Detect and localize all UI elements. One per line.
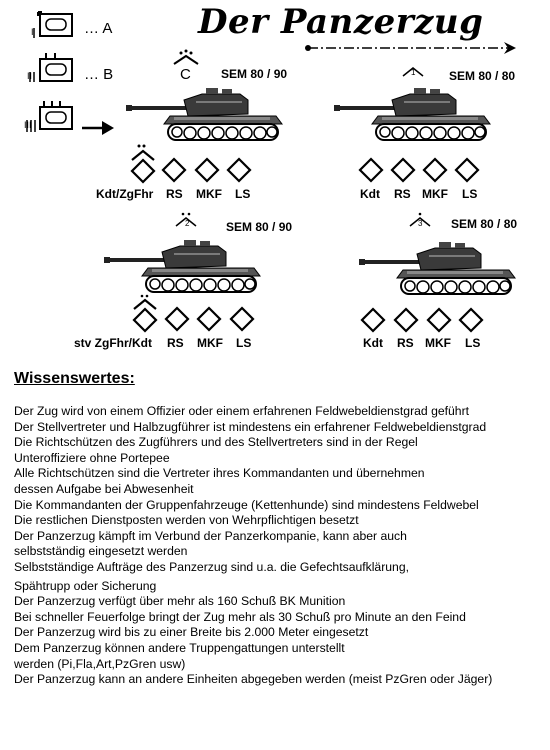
info-text-block: Der Zug wird von einem Offizier oder ein… [14, 404, 544, 688]
role-label: Kdt [360, 187, 380, 201]
info-line: Der Stellvertreter und Halbzugführer ist… [14, 419, 487, 434]
info-line: Alle Richtschützen sind die Vertreter ih… [14, 466, 425, 481]
vehicle-symbol-icon [29, 53, 73, 82]
diamond-icon [130, 158, 156, 184]
role-label: RS [394, 187, 411, 201]
crew-diamonds-1 [358, 157, 480, 183]
info-line: Der Panzerzug kann an andere Einheiten a… [14, 672, 493, 687]
legend-roman: III [24, 120, 32, 130]
crew-diamonds-3 [360, 307, 484, 333]
info-line: Spähtrupp oder Sicherung [14, 578, 157, 593]
diamond-icon [426, 307, 452, 333]
info-line: Der Panzerzug verfügt über mehr als 160 … [14, 594, 346, 609]
legend-label-a: … A [84, 20, 113, 37]
role-label: MKF [425, 336, 451, 350]
diamond-icon [229, 306, 255, 332]
role-label: MKF [422, 187, 448, 201]
tank-3-icon [358, 212, 516, 295]
diamond-icon [196, 306, 222, 332]
info-line: Selbstständige Aufträge des Panzerzug si… [14, 559, 409, 574]
role-label: RS [397, 336, 414, 350]
role-label: LS [465, 336, 481, 350]
diamond-icon [422, 157, 448, 183]
role-label: LS [236, 336, 252, 350]
crew-diamonds-2 [132, 294, 255, 333]
info-line: Dem Panzerzug können andere Truppengattu… [14, 640, 345, 655]
role-label: RS [166, 187, 183, 201]
arrow-right-icon [82, 121, 114, 135]
diamond-icon [458, 307, 484, 333]
info-line: werden (Pi,Fla,Art,PzGren usw) [14, 656, 186, 671]
info-line: Die Richtschützen des Zugführers und des… [14, 435, 418, 450]
title-arrow-icon [305, 42, 516, 54]
tank-c-icon [125, 49, 283, 141]
info-line: Die Kommandanten der Gruppenfahrzeuge (K… [14, 497, 479, 512]
diagram-graphics [26, 11, 516, 333]
legend-label-b: … B [84, 66, 114, 83]
role-label: LS [235, 187, 251, 201]
info-line: Die restlichen Dienstposten werden von W… [14, 513, 359, 528]
sem-label-2: SEM 80 / 90 [226, 220, 293, 234]
role-label: RS [167, 336, 184, 350]
tank-id-3: 3 [418, 219, 423, 228]
sem-label-c: SEM 80 / 90 [221, 67, 288, 81]
section-heading: Wissenswertes: [14, 370, 135, 387]
info-line: Unteroffiziere ohne Portepee [14, 450, 170, 465]
role-label: Kdt/ZgFhr [96, 187, 154, 201]
info-line: Der Panzerzug wird bis zu einer Breite b… [14, 625, 369, 640]
tank-1-icon [333, 67, 491, 141]
vehicle-symbol-icon [33, 11, 73, 38]
info-line: dessen Aufgabe bei Abwesenheit [14, 481, 194, 496]
diamond-icon [358, 157, 384, 183]
diamond-icon [194, 157, 220, 183]
sem-label-1: SEM 80 / 80 [449, 69, 516, 83]
info-line: Der Zug wird von einem Offizier oder ein… [14, 404, 470, 418]
diamond-icon [390, 157, 416, 183]
vehicle-symbol-icon [26, 101, 73, 132]
diamond-icon [454, 157, 480, 183]
role-label: MKF [196, 187, 222, 201]
role-label: stv ZgFhr/Kdt [74, 336, 152, 350]
diamond-icon [393, 307, 419, 333]
info-line: Bei schneller Feuerfolge bringt der Zug … [14, 609, 466, 624]
info-line: Der Panzerzug kämpft im Verbund der Panz… [14, 528, 407, 543]
sem-label-3: SEM 80 / 80 [451, 217, 518, 231]
tank-2-icon [103, 212, 261, 293]
crew-diamonds-c [130, 144, 252, 184]
tank-id-1: 1 [411, 68, 416, 77]
diamond-icon [226, 157, 252, 183]
role-label: MKF [197, 336, 223, 350]
tank-id-2: 2 [185, 219, 190, 228]
tank-id-c: C [180, 66, 191, 83]
diamond-icon [161, 157, 187, 183]
role-label: Kdt [363, 336, 383, 350]
legend-roman: II [27, 71, 33, 81]
diamond-icon [132, 307, 158, 333]
diamond-icon [360, 307, 386, 333]
page-title: Der Panzerzug [198, 2, 484, 42]
role-label: LS [462, 187, 478, 201]
legend-roman: I [31, 27, 34, 37]
diamond-icon [164, 306, 190, 332]
info-line: selbstständig eingesetzt werden [14, 544, 188, 559]
